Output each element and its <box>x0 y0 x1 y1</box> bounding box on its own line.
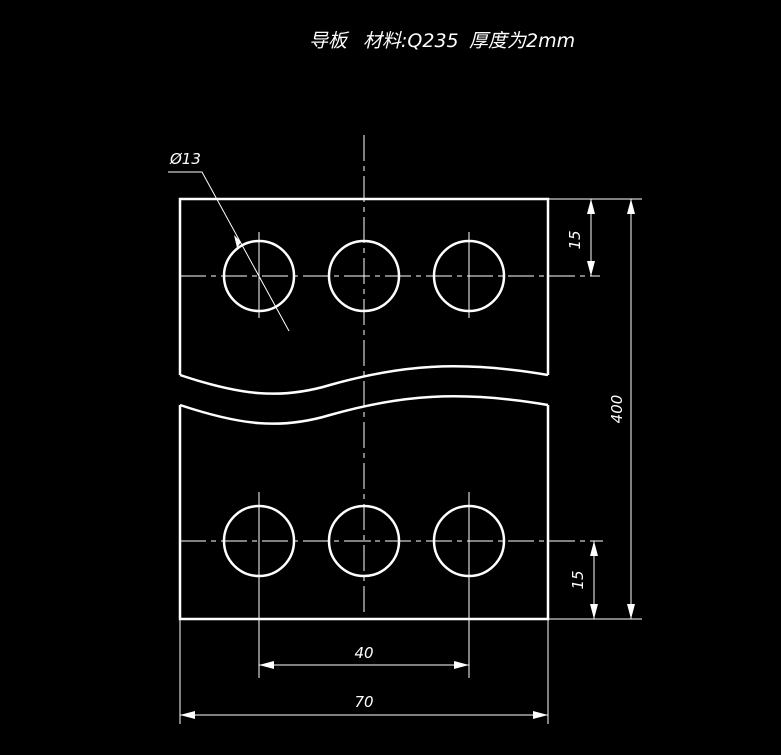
diameter-label: Ø13 <box>169 150 201 168</box>
bottom-break-line <box>179 395 549 425</box>
diameter-arrow <box>234 235 241 248</box>
hole-bottom-left <box>222 504 296 578</box>
total-height-label: 400 <box>608 395 626 424</box>
hole-bottom-middle <box>327 504 401 578</box>
top-offset-label: 15 <box>566 230 584 249</box>
hole-top-right <box>432 239 506 313</box>
dim-arrow <box>590 541 598 556</box>
part-name: 导板 <box>309 30 350 52</box>
total-width-label: 70 <box>354 693 373 711</box>
bottom-plate-outline <box>178 405 550 621</box>
dim-arrow <box>533 711 548 719</box>
dim-arrow <box>259 661 274 669</box>
dim-arrow <box>180 711 195 719</box>
dim-arrow <box>587 199 595 214</box>
dim-arrow <box>627 604 635 619</box>
thickness-label: 厚度为2mm <box>469 30 575 52</box>
dim-arrow <box>454 661 469 669</box>
material-label: 材料:Q235 <box>363 30 459 52</box>
hole-spacing-label: 40 <box>354 644 373 662</box>
hole-bottom-right <box>432 504 506 578</box>
dim-arrow <box>587 261 595 276</box>
dim-arrow <box>627 199 635 214</box>
top-break-line <box>179 365 549 395</box>
bottom-offset-label: 15 <box>569 570 587 589</box>
top-plate-outline <box>178 197 550 375</box>
diameter-leader <box>168 171 290 332</box>
hole-top-left <box>222 239 296 313</box>
hole-top-middle <box>327 239 401 313</box>
dim-arrow <box>590 604 598 619</box>
